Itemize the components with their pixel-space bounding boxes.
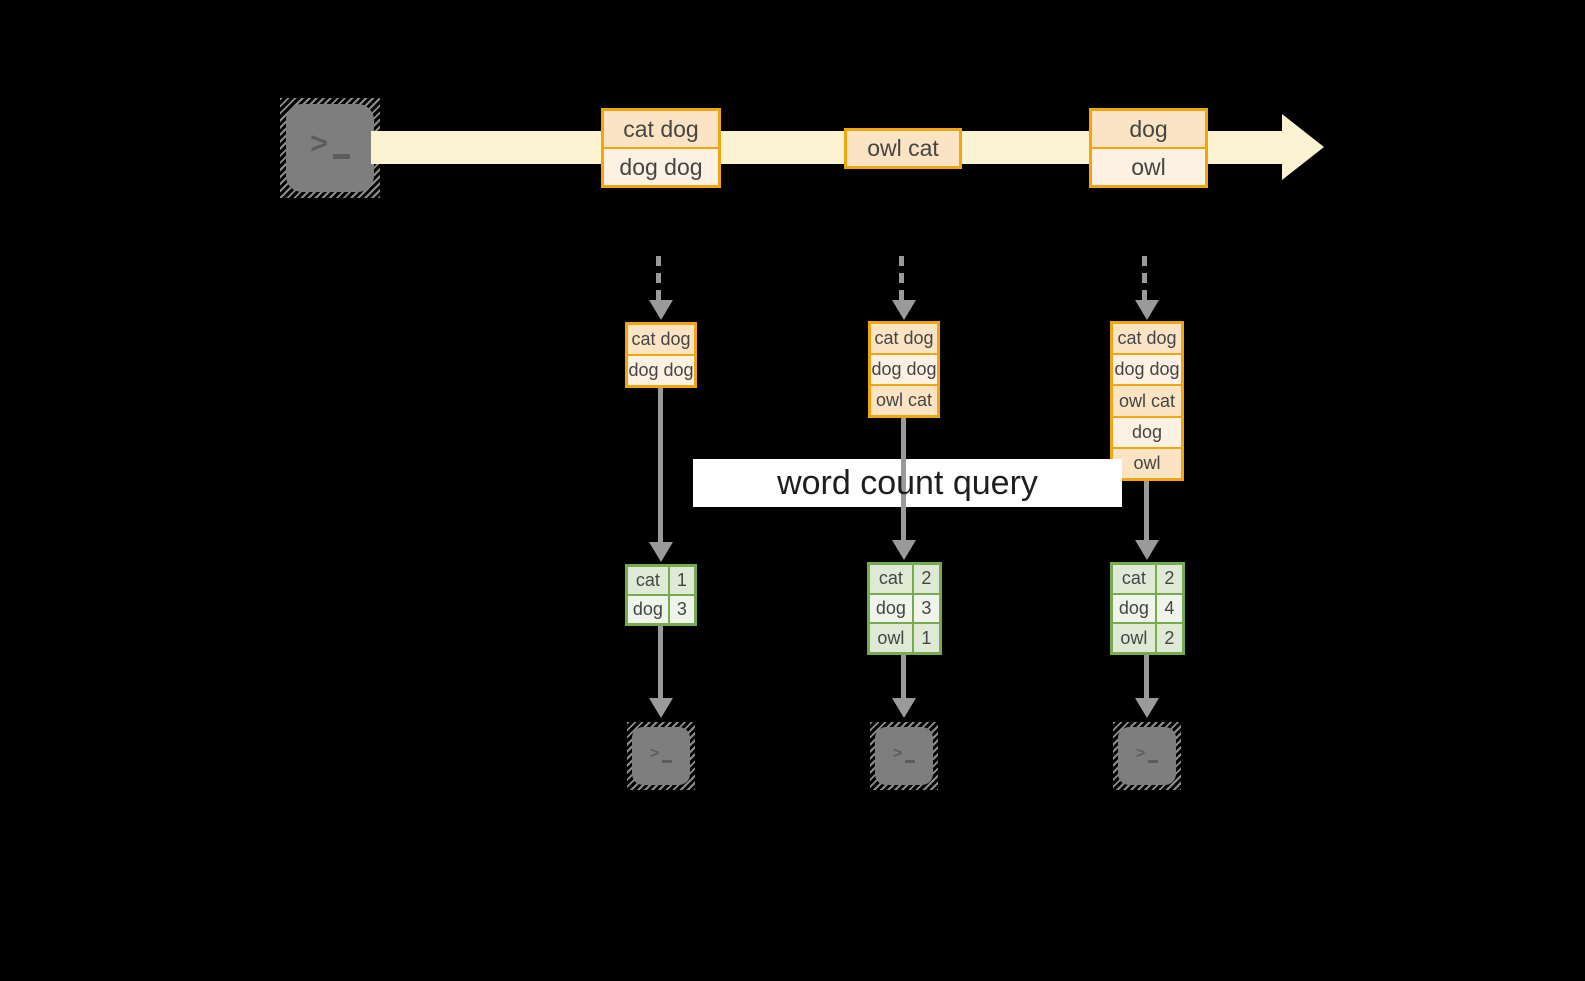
- terminal-cursor-icon: [905, 759, 916, 763]
- batch-cell: dog: [1092, 111, 1205, 147]
- terminal-cursor-icon: [332, 153, 350, 159]
- terminal-icon-body: >: [286, 104, 374, 192]
- arrow-line: [1144, 481, 1149, 540]
- count-value: 2: [913, 565, 939, 593]
- state-cell: owl cat: [1113, 386, 1181, 416]
- state-cell: owl: [1113, 448, 1181, 479]
- query-label: word count query: [777, 463, 1038, 502]
- state-cell: owl cat: [871, 386, 937, 415]
- terminal-icon-body: >: [1118, 727, 1176, 785]
- count-word: dog: [1113, 594, 1155, 623]
- count-table-2: cat 2 dog 3 owl 1: [867, 562, 942, 655]
- arrow-line: [1144, 655, 1149, 698]
- dashed-arrow-line: [899, 256, 904, 300]
- count-row: dog 4: [1113, 594, 1182, 623]
- count-row: dog 3: [628, 596, 694, 623]
- count-table-1: cat 1 dog 3: [625, 564, 697, 626]
- count-word: cat: [870, 565, 912, 593]
- dashed-arrow-line: [656, 256, 661, 300]
- count-word: dog: [628, 596, 668, 623]
- state-cell: cat dog: [1113, 324, 1181, 354]
- arrowhead-icon: [892, 540, 916, 560]
- dashed-arrowhead-icon: [892, 300, 916, 320]
- count-value: 3: [669, 596, 694, 623]
- count-value: 2: [1156, 565, 1182, 593]
- count-word: owl: [870, 624, 912, 653]
- state-cell: dog dog: [1113, 355, 1181, 385]
- count-value: 1: [669, 567, 694, 594]
- count-row: cat 2: [870, 565, 939, 593]
- arrowhead-icon: [649, 698, 673, 718]
- dashed-arrowhead-icon: [1135, 300, 1159, 320]
- arrowhead-icon: [1135, 698, 1159, 718]
- state-cell: cat dog: [628, 325, 694, 354]
- arrow-line: [901, 655, 906, 698]
- dashed-arrow-line: [1142, 256, 1147, 300]
- count-word: cat: [628, 567, 668, 594]
- batch-cell: owl: [1092, 149, 1205, 185]
- state-cell: dog dog: [628, 356, 694, 385]
- state-box-2: cat dog dog dog owl cat: [868, 321, 940, 418]
- count-row: dog 3: [870, 594, 939, 623]
- arrow-line: [901, 418, 906, 540]
- batch-cell: owl cat: [847, 131, 959, 166]
- terminal-prompt-icon: >: [892, 745, 903, 762]
- count-word: owl: [1113, 624, 1155, 653]
- state-box-1: cat dog dog dog: [625, 322, 697, 388]
- terminal-icon-body: >: [632, 727, 690, 785]
- terminal-sink-icon: >: [627, 722, 695, 790]
- terminal-prompt-icon: >: [649, 745, 660, 762]
- count-value: 4: [1156, 594, 1182, 623]
- terminal-sink-icon: >: [1113, 722, 1181, 790]
- state-cell: dog: [1113, 417, 1181, 447]
- count-row: cat 2: [1113, 565, 1182, 593]
- arrow-line: [658, 388, 663, 542]
- count-value: 2: [1156, 624, 1182, 653]
- terminal-icon-body: >: [875, 727, 933, 785]
- state-cell: dog dog: [871, 355, 937, 384]
- count-row: cat 1: [628, 567, 694, 594]
- terminal-prompt-icon: >: [310, 127, 328, 160]
- count-table-3: cat 2 dog 4 owl 2: [1110, 562, 1185, 655]
- arrowhead-icon: [892, 698, 916, 718]
- terminal-cursor-icon: [1148, 759, 1159, 763]
- count-value: 1: [913, 624, 939, 653]
- terminal-prompt-icon: >: [1135, 745, 1146, 762]
- count-row: owl 2: [1113, 624, 1182, 653]
- batch-cell: cat dog: [604, 111, 718, 147]
- arrowhead-icon: [1135, 540, 1159, 560]
- stream-arrowhead-icon: [1282, 114, 1324, 180]
- batch-box-1: cat dog dog dog: [601, 108, 721, 188]
- query-band: word count query: [693, 459, 1122, 507]
- count-value: 3: [913, 594, 939, 623]
- count-row: owl 1: [870, 624, 939, 653]
- arrow-line: [658, 626, 663, 698]
- count-word: cat: [1113, 565, 1155, 593]
- batch-box-2: owl cat: [844, 128, 962, 169]
- terminal-sink-icon: >: [870, 722, 938, 790]
- arrowhead-icon: [649, 542, 673, 562]
- terminal-cursor-icon: [662, 759, 673, 763]
- batch-cell: dog dog: [604, 149, 718, 185]
- batch-box-3: dog owl: [1089, 108, 1208, 188]
- state-box-3: cat dog dog dog owl cat dog owl: [1110, 321, 1184, 481]
- state-cell: cat dog: [871, 324, 937, 353]
- count-word: dog: [870, 594, 912, 623]
- dashed-arrowhead-icon: [649, 300, 673, 320]
- terminal-source-icon: >: [280, 98, 380, 198]
